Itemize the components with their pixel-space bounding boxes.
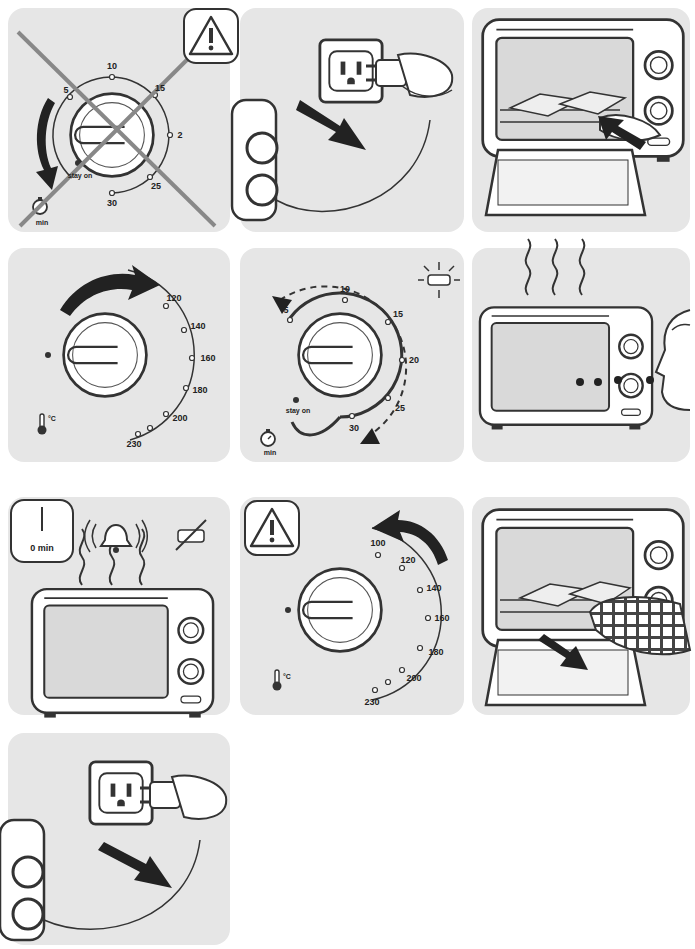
callout-text: 0 min	[30, 543, 54, 553]
timer-callout: 0 min	[10, 499, 74, 563]
dial-label: 120	[400, 556, 415, 565]
dial-label: °C	[48, 415, 56, 422]
dial-label: 15	[393, 310, 403, 319]
dial-label: 5	[63, 86, 68, 95]
dial-label: 100	[132, 276, 147, 285]
dial-label: 180	[428, 648, 443, 657]
dial-label: min	[264, 449, 276, 456]
dial-label: 30	[107, 199, 117, 208]
dial-label: 160	[200, 354, 215, 363]
dial-label: 100	[370, 539, 385, 548]
dial-label: 120	[166, 294, 181, 303]
dial-label: 2	[177, 131, 182, 140]
dial-label: 160	[434, 614, 449, 623]
dial-label: 200	[172, 414, 187, 423]
dial-label: min	[36, 219, 48, 226]
dial-label: 25	[151, 182, 161, 191]
dial-label: 230	[364, 698, 379, 707]
dial-label: 5	[283, 306, 288, 315]
dial-label: 10	[107, 62, 117, 71]
dial-label: 10	[340, 285, 350, 294]
dial-label: °C	[283, 673, 291, 680]
dial-label: stay on	[68, 172, 93, 179]
dial-label: 30	[349, 424, 359, 433]
dial-label: 140	[190, 322, 205, 331]
dial-label: 230	[126, 440, 141, 449]
dial-label: 200	[406, 674, 421, 683]
dial-label: 25	[395, 404, 405, 413]
dial-label: stay on	[286, 407, 311, 414]
dial-label: 20	[409, 356, 419, 365]
clock-hand	[41, 507, 43, 531]
dial-label: 15	[155, 84, 165, 93]
dial-label: 180	[192, 386, 207, 395]
dial-label: 140	[426, 584, 441, 593]
